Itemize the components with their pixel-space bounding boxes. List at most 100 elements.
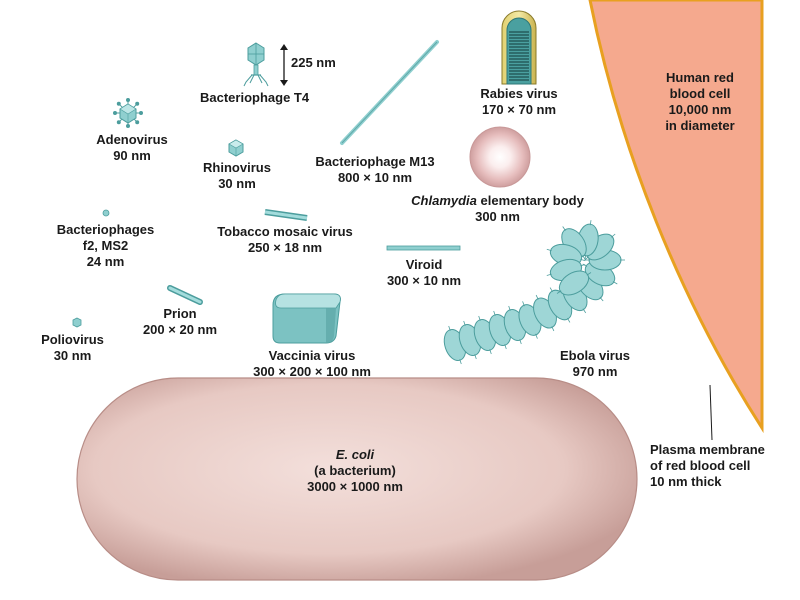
- viroid: [386, 245, 461, 251]
- membrane-line-3: 10 nm thick: [650, 474, 722, 489]
- ebola-spike: [493, 310, 496, 316]
- ebola-label: Ebola virus 970 nm: [545, 348, 645, 380]
- membrane-line-2: of red blood cell: [650, 458, 751, 473]
- t4-size-arrow: [280, 44, 288, 86]
- rhinovirus-size: 30 nm: [218, 176, 256, 191]
- phage-f2-line-3: 24 nm: [86, 254, 125, 269]
- adenovirus-size: 90 nm: [113, 148, 151, 163]
- adenovirus-label: Adenovirus 90 nm: [87, 132, 177, 164]
- m13-size: 800 × 10 nm: [337, 170, 413, 185]
- ebola-spike: [611, 233, 616, 238]
- ebola-spike: [478, 315, 481, 321]
- ebola-spike: [586, 272, 592, 276]
- chlamydia-size: 300 nm: [475, 209, 520, 224]
- adenovirus-name: Adenovirus: [96, 132, 168, 147]
- ebola-name: Ebola virus: [559, 348, 631, 363]
- rbc-label: Human red blood cell 10,000 nm in diamet…: [640, 70, 760, 134]
- ebola-spike: [508, 305, 511, 311]
- ebola-spike: [504, 344, 507, 350]
- chlamydia-italic: Chlamydia: [411, 193, 477, 208]
- ebola-spike: [448, 325, 451, 331]
- bacteriophage-t4: [243, 42, 269, 87]
- rhinovirus-label: Rhinovirus 30 nm: [198, 160, 276, 192]
- ebola-virus: [443, 220, 625, 365]
- ebola-spike: [549, 287, 553, 293]
- e-coli-bacterium: [76, 377, 638, 581]
- rbc-line-3: 10,000 nm: [668, 102, 732, 117]
- ebola-spike: [612, 281, 618, 285]
- ebola-spike: [599, 297, 604, 302]
- tmv-size: 250 × 18 nm: [247, 240, 323, 255]
- poliovirus-size: 30 nm: [53, 348, 92, 363]
- prion-name: Prion: [163, 306, 197, 321]
- tmv-name: Tobacco mosaic virus: [217, 224, 353, 239]
- rhinovirus: [228, 139, 244, 157]
- poliovirus-label: Poliovirus 30 nm: [30, 332, 115, 364]
- ebola-size: 970 nm: [572, 364, 618, 379]
- membrane-label: Plasma membrane of red blood cell 10 nm …: [650, 442, 765, 490]
- m13-label: Bacteriophage M13 800 × 10 nm: [300, 154, 450, 186]
- e-coli-line-3: 3000 × 1000 nm: [307, 479, 403, 494]
- ebola-spike: [535, 294, 539, 300]
- t4-size-label: 225 nm: [291, 55, 336, 70]
- membrane-line-1: Plasma membrane: [650, 442, 765, 457]
- chlamydia-name: Chlamydia elementary body: [395, 193, 600, 209]
- prion: [167, 285, 203, 305]
- viroid-name: Viroid: [405, 257, 443, 272]
- t4-name-label: Bacteriophage T4: [200, 90, 310, 105]
- m13-highlight: [341, 41, 438, 144]
- prion-label: Prion 200 × 20 nm: [135, 306, 225, 338]
- red-blood-cell: [588, 0, 764, 434]
- ebola-spike: [546, 273, 552, 276]
- chlamydia-elementary-body: [469, 126, 531, 188]
- ebola-spike: [522, 301, 525, 307]
- phage-f2-line-1: Bacteriophages: [56, 222, 155, 237]
- ebola-spike: [589, 220, 592, 226]
- rhinovirus-name: Rhinovirus: [203, 160, 271, 175]
- viroid-size: 300 × 10 nm: [386, 273, 462, 288]
- vaccinia-name: Vaccinia virus: [268, 348, 356, 363]
- vaccinia-virus: [272, 293, 341, 344]
- ebola-spike: [556, 290, 562, 294]
- ebola-spike: [580, 264, 586, 267]
- e-coli-italic: E. coli: [335, 447, 375, 462]
- adenovirus-spike-tip: [116, 120, 121, 125]
- ebola-spike: [562, 226, 566, 231]
- ebola-spike: [546, 248, 552, 252]
- rbc-line-2: blood cell: [669, 86, 731, 101]
- m13-name: Bacteriophage M13: [315, 154, 435, 169]
- phage-f2-line-2: f2, MS2: [82, 238, 129, 253]
- ebola-spike: [474, 354, 477, 360]
- ebola-spike: [535, 333, 538, 339]
- rabies-virus: [501, 10, 537, 85]
- poliovirus: [72, 317, 82, 328]
- prion-size: 200 × 20 nm: [142, 322, 218, 337]
- rabies-label: Rabies virus 170 × 70 nm: [469, 86, 569, 118]
- viroid-label: Viroid 300 × 10 nm: [372, 257, 476, 289]
- ebola-spike: [551, 326, 555, 332]
- ebola-spike: [519, 339, 522, 345]
- vaccinia-label: Vaccinia virus 300 × 200 × 100 nm: [232, 348, 392, 380]
- ebola-spike: [580, 258, 586, 262]
- rabies-name: Rabies virus: [480, 86, 558, 101]
- ebola-spike: [459, 359, 462, 365]
- ebola-spike: [567, 317, 571, 323]
- poliovirus-name: Poliovirus: [41, 332, 104, 347]
- rabies-size: 170 × 70 nm: [481, 102, 557, 117]
- ebola-spike: [582, 308, 587, 314]
- vaccinia-size: 300 × 200 × 100 nm: [253, 364, 371, 379]
- adenovirus-spike-tip: [116, 101, 121, 106]
- rbc-line-4: in diameter: [665, 118, 735, 133]
- e-coli-line-2: (a bacterium): [314, 463, 396, 478]
- adenovirus-spike-tip: [139, 111, 143, 115]
- membrane-pointer-line: [709, 384, 713, 441]
- tobacco-mosaic-virus: [264, 209, 308, 221]
- ebola-spike: [463, 320, 466, 326]
- adenovirus-spike-tip: [135, 101, 140, 106]
- adenovirus: [113, 98, 143, 128]
- ebola-spike: [489, 349, 492, 355]
- adenovirus-spike-tip: [126, 98, 130, 102]
- bacteriophage-f2-ms2: [102, 209, 110, 217]
